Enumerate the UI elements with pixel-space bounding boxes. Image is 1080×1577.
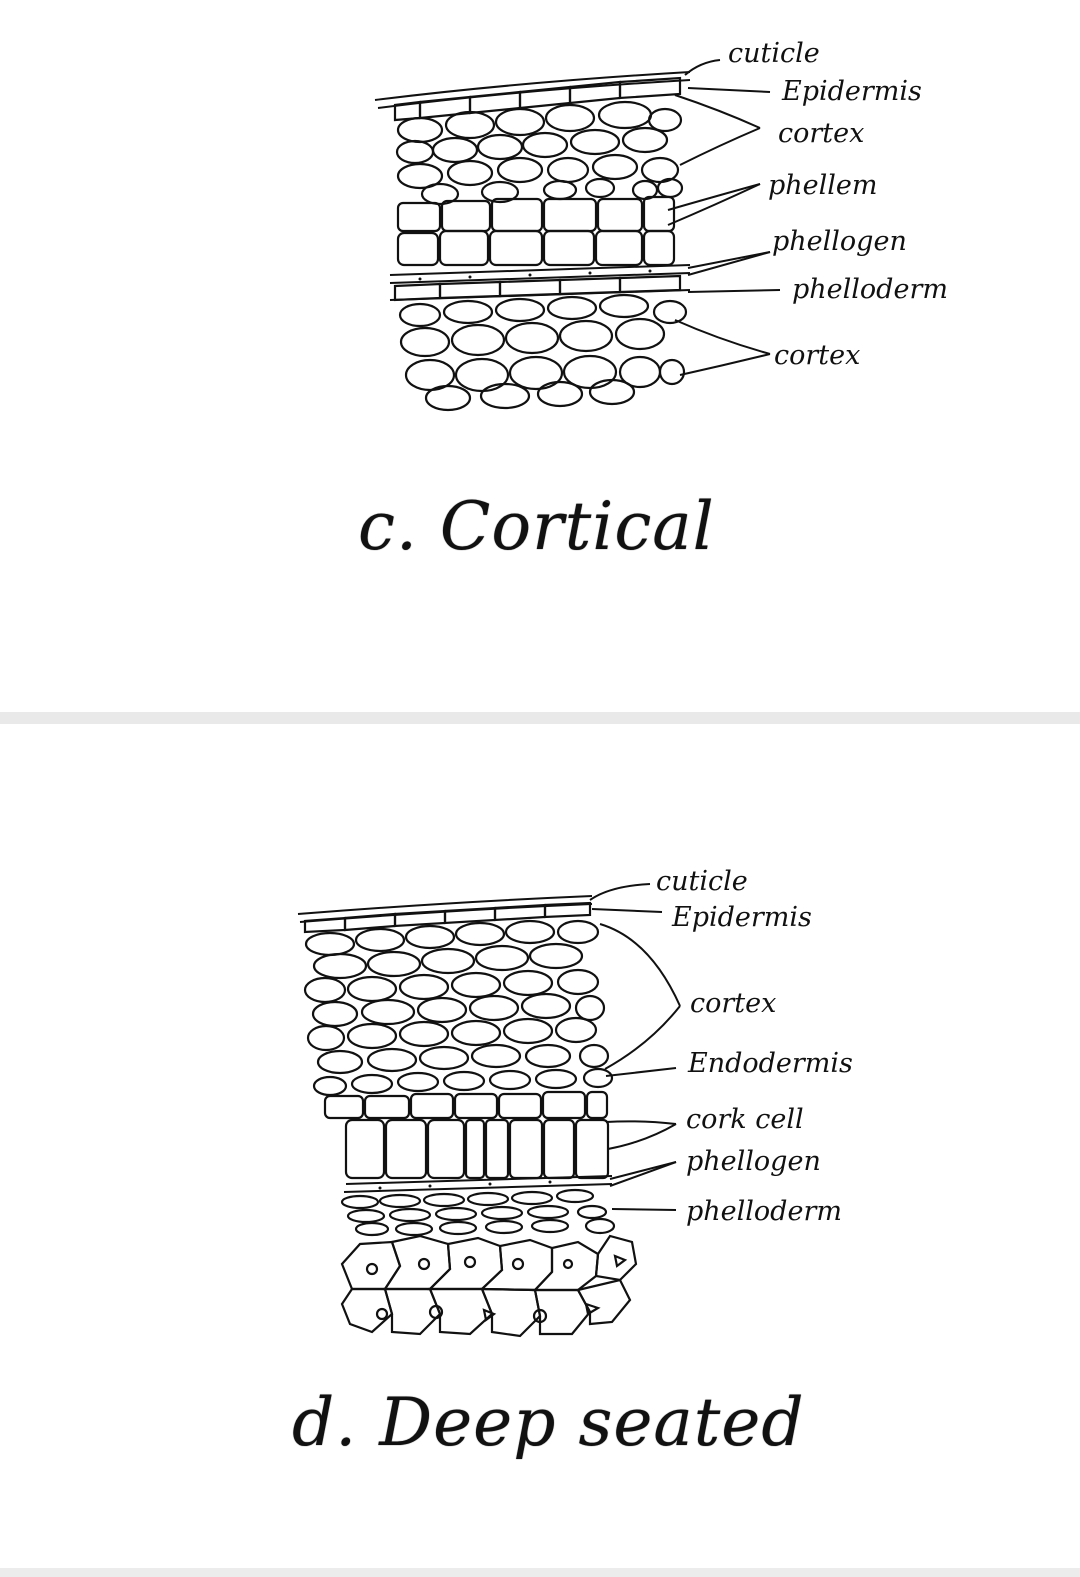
phelloderm-cells-d	[340, 1188, 616, 1237]
caption-deep-seated: d. Deep seated	[292, 1384, 805, 1461]
endodermis-cells-d	[312, 1067, 614, 1097]
phellogen-dots	[418, 269, 652, 281]
label-phelloderm-d: phelloderm	[686, 1196, 842, 1227]
cortical-pointer-lines	[667, 59, 781, 376]
label-endodermis-d: Endodermis	[687, 1048, 853, 1079]
label-phelloderm-c: phelloderm	[792, 274, 948, 305]
label-cortex-outer-c: cortex	[778, 118, 864, 149]
cortex-cells-d	[303, 919, 610, 1075]
label-phellem-c: phellem	[768, 170, 878, 201]
label-phellogen-c: phellogen	[772, 226, 907, 257]
cortical-diagram: cuticle Epidermis cortex phellem phellog…	[374, 38, 948, 412]
label-cork-cell-d: cork cell	[686, 1104, 804, 1135]
phellem-cells	[396, 195, 676, 267]
cortex-inner-cells	[398, 293, 688, 412]
panel-deep-seated: cuticle Epidermis cortex Endodermis cork…	[0, 724, 1080, 1577]
label-epidermis-d: Epidermis	[671, 902, 812, 933]
epidermis-cells-d	[303, 901, 592, 934]
panel-divider	[0, 712, 1080, 724]
bottom-strip	[0, 1568, 1080, 1577]
deep-seated-pointer-lines	[589, 883, 681, 1211]
phellogen-bottom-line	[389, 272, 691, 284]
cuticle-line	[374, 71, 691, 101]
deep-seated-diagram: cuticle Epidermis cortex Endodermis cork…	[297, 866, 853, 1338]
panel-cortical: cuticle Epidermis cortex phellem phellog…	[0, 0, 1080, 712]
caption-cortical: c. Cortical	[358, 488, 715, 565]
phellogen-bottom-line-d	[343, 1183, 613, 1193]
cork-cells-d	[323, 1090, 610, 1180]
cortex-outer-cells	[395, 100, 684, 206]
label-cuticle-c: cuticle	[728, 38, 820, 69]
cuticle-line-d	[297, 895, 593, 915]
label-cortex-inner-c: cortex	[774, 340, 860, 371]
label-cuticle-d: cuticle	[656, 866, 748, 897]
label-phellogen-d: phellogen	[686, 1146, 821, 1177]
parenchyma-cells-d	[340, 1234, 638, 1338]
label-cortex-d: cortex	[690, 988, 776, 1019]
phellogen-top-line-d	[345, 1175, 613, 1185]
phelloderm-cells	[393, 274, 682, 302]
phellogen-dots-d	[378, 1180, 552, 1190]
label-epidermis-c: Epidermis	[781, 76, 922, 107]
phellogen-top-line	[389, 264, 691, 276]
